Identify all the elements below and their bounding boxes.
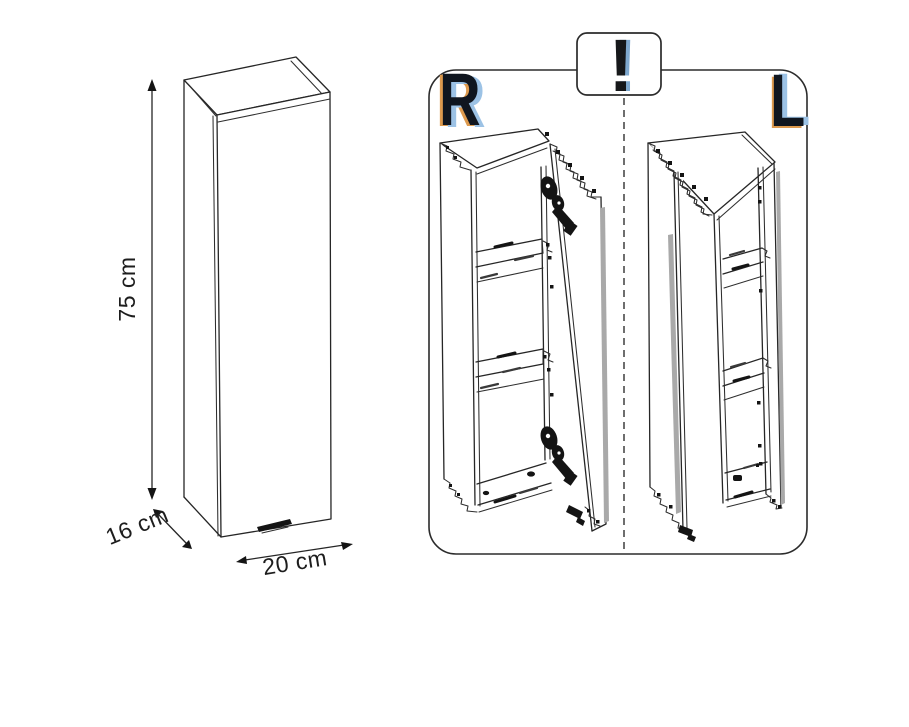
- height-label: 75 cm: [114, 256, 140, 321]
- depth-label: 16 cm: [102, 501, 172, 550]
- right-letter-shadow-blue: R: [444, 61, 486, 144]
- alert-badge-border: [576, 32, 662, 96]
- door-hinge-top-icon: [540, 176, 578, 236]
- closed-cabinet-figure: [183, 56, 332, 538]
- exclamation-icon-shadow: !: [613, 24, 638, 107]
- width-arrow: [236, 542, 353, 564]
- left-letter-shadow-orange: L: [768, 62, 803, 145]
- width-label: 20 cm: [261, 544, 329, 580]
- left-letter-shadow-blue: L: [775, 59, 810, 142]
- left-letter: L: [770, 60, 805, 143]
- door-hinge-bottom-icon: [540, 426, 578, 486]
- left-variant-letter: L L L: [768, 59, 810, 145]
- door-handle-icon: [566, 505, 585, 526]
- right-letter: R: [439, 59, 481, 142]
- depth-arrow: [153, 509, 192, 549]
- right-variant-letter: R R R: [436, 59, 486, 144]
- exclamation-icon: !: [609, 24, 634, 107]
- door-handle-icon: [678, 525, 696, 542]
- orientation-panel: R R R L L L ! !: [428, 24, 810, 555]
- height-arrow: [147, 79, 157, 500]
- cabinet-left-hinged-drawing: [647, 131, 785, 542]
- right-letter-shadow-orange: R: [436, 60, 478, 143]
- alert-badge: ! !: [576, 24, 662, 107]
- door-handle-icon: [257, 519, 292, 532]
- cabinet-right-hinged-drawing: [439, 128, 609, 532]
- cabinet-door-face: [216, 91, 332, 538]
